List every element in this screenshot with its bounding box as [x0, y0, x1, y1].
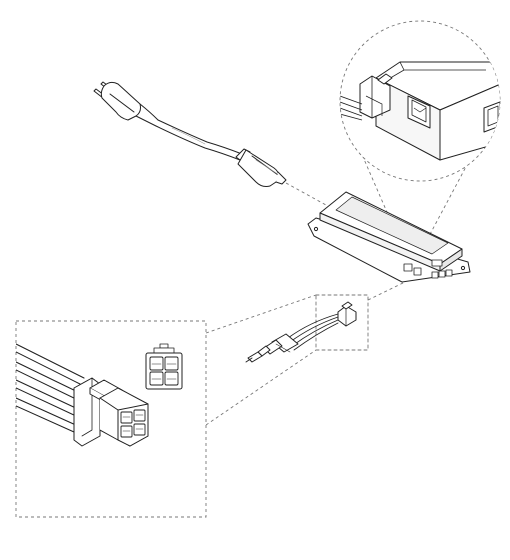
detail-wires-bundle — [16, 343, 85, 433]
driver-output-sockets — [403, 259, 453, 279]
callout-line-cord-to-driver — [285, 182, 327, 206]
cable-end-plug-icon — [245, 333, 299, 363]
callout-line-lower-top — [205, 294, 317, 334]
iec-c7-connector-icon — [235, 148, 287, 187]
callout-line-cable-to-driver — [367, 281, 406, 301]
led-connection-cable — [245, 294, 369, 363]
driver-mount-hole — [460, 265, 466, 271]
driver-side-face — [439, 248, 463, 272]
power-cord-icon — [155, 119, 243, 161]
connector-pinout-icon — [145, 343, 183, 390]
callout-line-lower-bottom — [205, 349, 317, 426]
detail-circle-callout — [339, 20, 501, 182]
detail-four-pin-connector-icon — [73, 377, 149, 447]
driver-label-panel — [335, 196, 449, 255]
detail-wires — [340, 95, 363, 121]
connector-highlight-box — [315, 294, 369, 351]
led-driver-unit — [307, 191, 471, 283]
driver-mount-hole — [313, 226, 319, 232]
power-cord-assembly — [93, 81, 287, 187]
euro-plug-icon — [100, 81, 159, 127]
callout-line-upper-bottom — [411, 162, 469, 269]
cable-four-pin-connector-icon — [337, 301, 357, 327]
detail-box-callout — [15, 320, 207, 518]
callout-lines — [205, 149, 469, 426]
detail-inserted-plug-icon — [359, 73, 393, 119]
